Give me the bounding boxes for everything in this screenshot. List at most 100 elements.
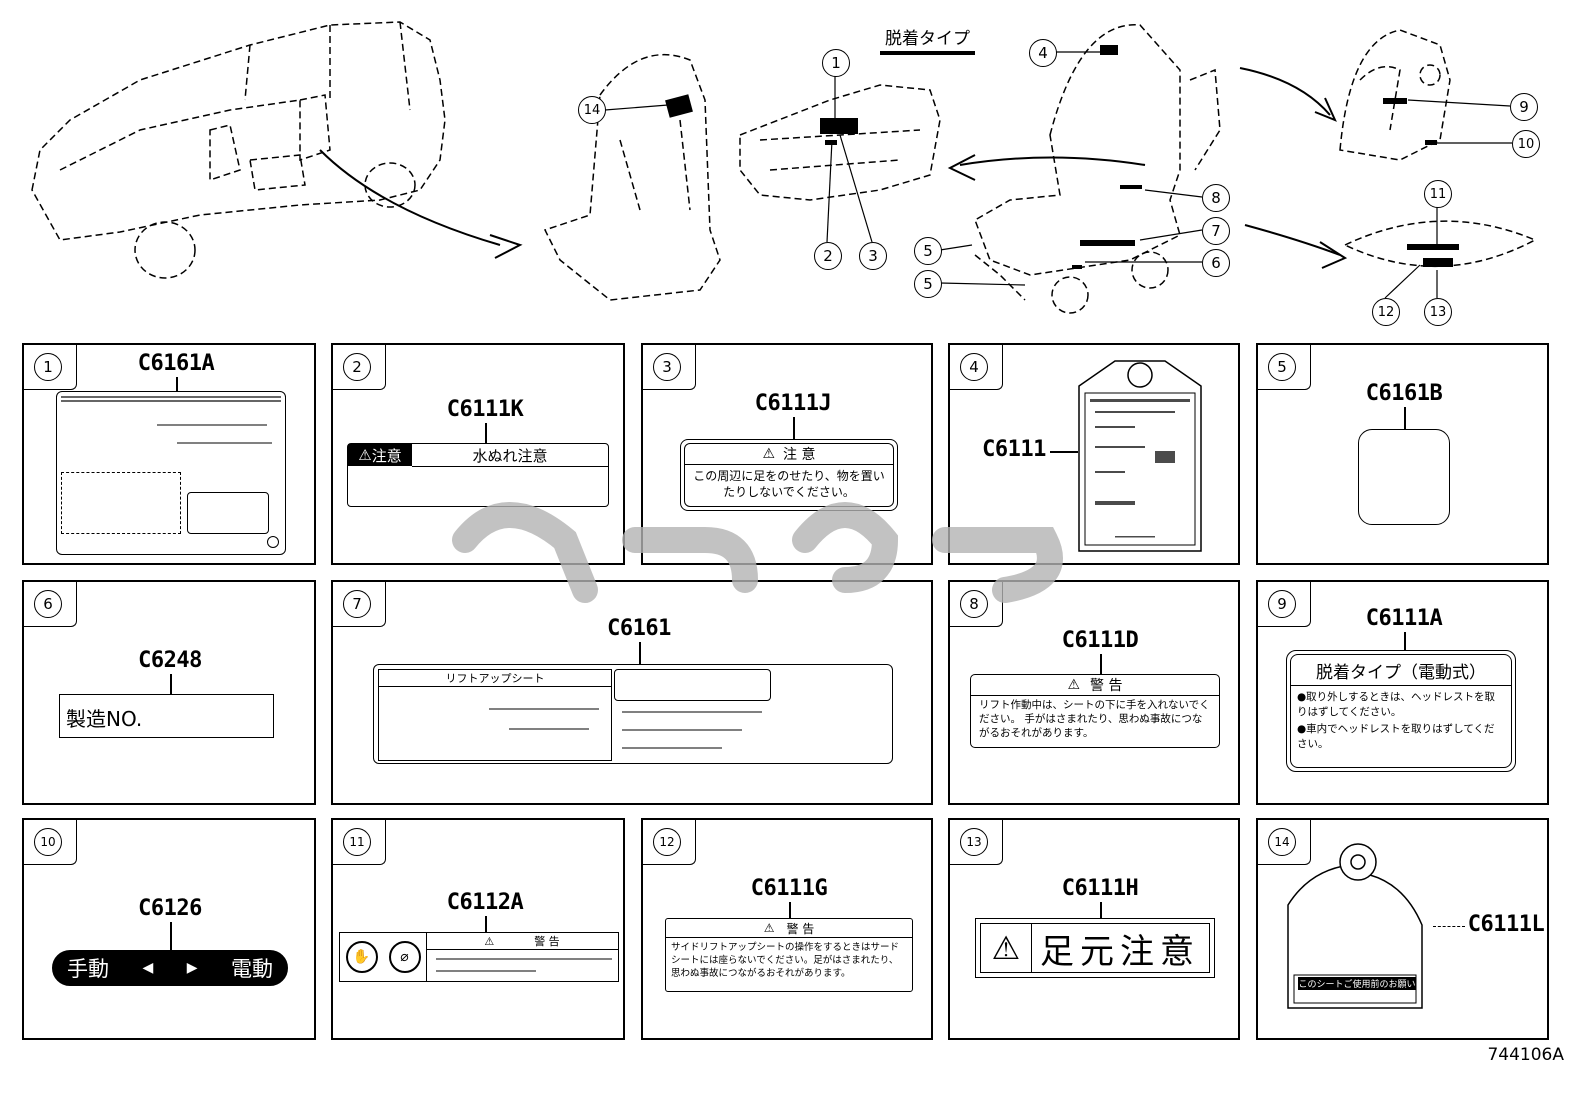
panel-number: 11 [343, 828, 371, 856]
callout-11: 11 [1424, 180, 1452, 208]
label-c6248: 製造NO. [59, 694, 274, 738]
panel-6: 6 C6248 製造NO. [22, 580, 316, 805]
callout-5a: 5 [914, 237, 942, 265]
panel-14: 14 C6111L このシートご使用前のお願い [1256, 818, 1549, 1040]
part-code: C6111L [1467, 912, 1545, 937]
document-id: 744106A [1487, 1045, 1564, 1065]
top-illustration [31, 21, 1537, 314]
panel-number: 8 [960, 590, 988, 618]
no-feet-icon: ⌀ [388, 941, 421, 973]
panel-number: 12 [653, 828, 681, 856]
callout-2: 2 [814, 242, 842, 270]
part-code: C6161B [1365, 381, 1443, 406]
warning-triangle-icon: ⚠ [484, 934, 495, 948]
label-text: この周辺に足をのせたり、物を置いたりしないでください。 [693, 469, 885, 499]
part-code: C6111A [1365, 606, 1443, 631]
callout-14: 14 [578, 96, 606, 124]
callout-5b: 5 [914, 270, 942, 298]
callout-9: 9 [1510, 93, 1538, 121]
label-c6161a [56, 391, 286, 555]
warning-triangle-icon: ⚠ [763, 921, 775, 935]
label-text: リフト作動中は、シートの下に手を入れないでください。 手がはさまれたり、思わぬ事… [979, 699, 1210, 739]
part-code: C6111G [750, 876, 828, 901]
label-c6161: リフトアップシート [373, 664, 893, 764]
label-c6111h: ⚠ 足元注意 [975, 918, 1215, 978]
panel-2: 2 C6111K ⚠ 注意 水ぬれ注意 [331, 343, 625, 565]
label-header: 警 告 [534, 935, 560, 948]
panel-13: 13 C6111H ⚠ 足元注意 [948, 818, 1240, 1040]
panel-number: 5 [1268, 353, 1296, 381]
no-hands-icon: ✋ [345, 941, 378, 973]
part-code: C6111K [446, 397, 524, 422]
warning-triangle-icon: ⚠ [981, 924, 1032, 972]
panel-number: 3 [653, 353, 681, 381]
label-c6111j: ⚠ 注 意 この周辺に足をのせたり、物を置いたりしないでください。 [680, 439, 898, 511]
label-line2: ●車内でヘッドレストを取りはずしてください。 [1297, 723, 1495, 750]
part-code: C6111D [1061, 628, 1139, 653]
callout-1: 1 [822, 49, 850, 77]
panel-10: 10 C6126 手動 ◀ ▶ 電動 [22, 818, 316, 1040]
part-code: C6111H [1061, 876, 1139, 901]
callout-12: 12 [1372, 298, 1400, 326]
panel-5: 5 C6161B [1256, 343, 1549, 565]
panel-number: 6 [34, 590, 62, 618]
panel-number: 2 [343, 353, 371, 381]
panel-number: 10 [34, 828, 62, 856]
panel-number: 14 [1268, 828, 1296, 856]
part-code: C6111J [754, 391, 832, 416]
panel-12: 12 C6111G ⚠ 警 告 サイドリフトアップシートの操作をするときはサード… [641, 818, 933, 1040]
tag-text: このシートご使用前のお願い [1298, 977, 1416, 990]
label-header: 警 告 [786, 921, 815, 936]
callout-8: 8 [1202, 184, 1230, 212]
callout-6: 6 [1202, 249, 1230, 277]
label-title: リフトアップシート [379, 670, 611, 687]
label-header: 注 意 [783, 447, 816, 463]
panel-9: 9 C6111A 脱着タイプ（電動式） ●取り外しするときは、ヘッドレストを取り… [1256, 580, 1549, 805]
label-c6111a: 脱着タイプ（電動式） ●取り外しするときは、ヘッドレストを取りはずしてください。… [1286, 650, 1516, 772]
label-text: サイドリフトアップシートの操作をするときはサードシートには座らないでください。足… [671, 942, 900, 979]
callout-13: 13 [1424, 298, 1452, 326]
callout-10: 10 [1512, 130, 1540, 158]
tag-label-c6111l [1287, 843, 1423, 1009]
warning-triangle-icon: ⚠ [762, 446, 776, 462]
label-right: 電動 [230, 957, 273, 981]
panel-number: 13 [960, 828, 988, 856]
warning-triangle-icon: ⚠ [1067, 677, 1081, 693]
callout-7: 7 [1202, 217, 1230, 245]
arrow-left-icon: ◀ [142, 960, 154, 976]
panel-4: 4 C6111 [948, 343, 1240, 565]
part-code: C6248 [138, 648, 202, 673]
panel-number: 7 [343, 590, 371, 618]
part-code: C6161 [607, 616, 671, 641]
callout-4: 4 [1029, 39, 1057, 67]
label-c6111g: ⚠ 警 告 サイドリフトアップシートの操作をするときはサードシートには座らないで… [665, 918, 913, 992]
warning-triangle-icon: ⚠ [358, 446, 372, 464]
arrow-right-icon: ▶ [186, 960, 198, 976]
header-title: 脱着タイプ [885, 29, 970, 49]
label-c6111k: ⚠ 注意 水ぬれ注意 [347, 443, 609, 507]
panel-8: 8 C6111D ⚠ 警 告 リフト作動中は、シートの下に手を入れないでください… [948, 580, 1240, 805]
label-c6111d: ⚠ 警 告 リフト作動中は、シートの下に手を入れないでください。 手がはさまれた… [970, 674, 1220, 748]
part-code: C6161A [137, 351, 215, 376]
panel-1: 1 C6161A [22, 343, 316, 565]
callout-3: 3 [859, 242, 887, 270]
label-c6112a: ✋ ⌀ ⚠ 警 告 [339, 932, 619, 982]
label-header-right: 水ぬれ注意 [412, 444, 608, 467]
part-code: C6112A [446, 890, 524, 915]
panel-11: 11 C6112A ✋ ⌀ ⚠ 警 告 [331, 818, 625, 1040]
label-header-left: 注意 [371, 446, 402, 465]
label-header: 警 告 [1090, 678, 1123, 694]
label-left: 手動 [67, 957, 109, 981]
part-code: C6126 [138, 896, 202, 921]
label-header: 脱着タイプ（電動式） [1291, 655, 1511, 686]
label-text: 製造NO. [66, 707, 143, 731]
panel-number: 1 [34, 353, 62, 381]
label-c6161b [1358, 429, 1450, 525]
label-c6126: 手動 ◀ ▶ 電動 [52, 950, 288, 986]
panel-7: 7 C6161 リフトアップシート [331, 580, 933, 805]
label-text: 足元注意 [1040, 931, 1200, 972]
part-code: C6111 [982, 437, 1046, 462]
panel-number: 9 [1268, 590, 1296, 618]
panel-3: 3 C6111J ⚠ 注 意 この周辺に足をのせたり、物を置いたりしないでくださ… [641, 343, 933, 565]
panel-number: 4 [960, 353, 988, 381]
